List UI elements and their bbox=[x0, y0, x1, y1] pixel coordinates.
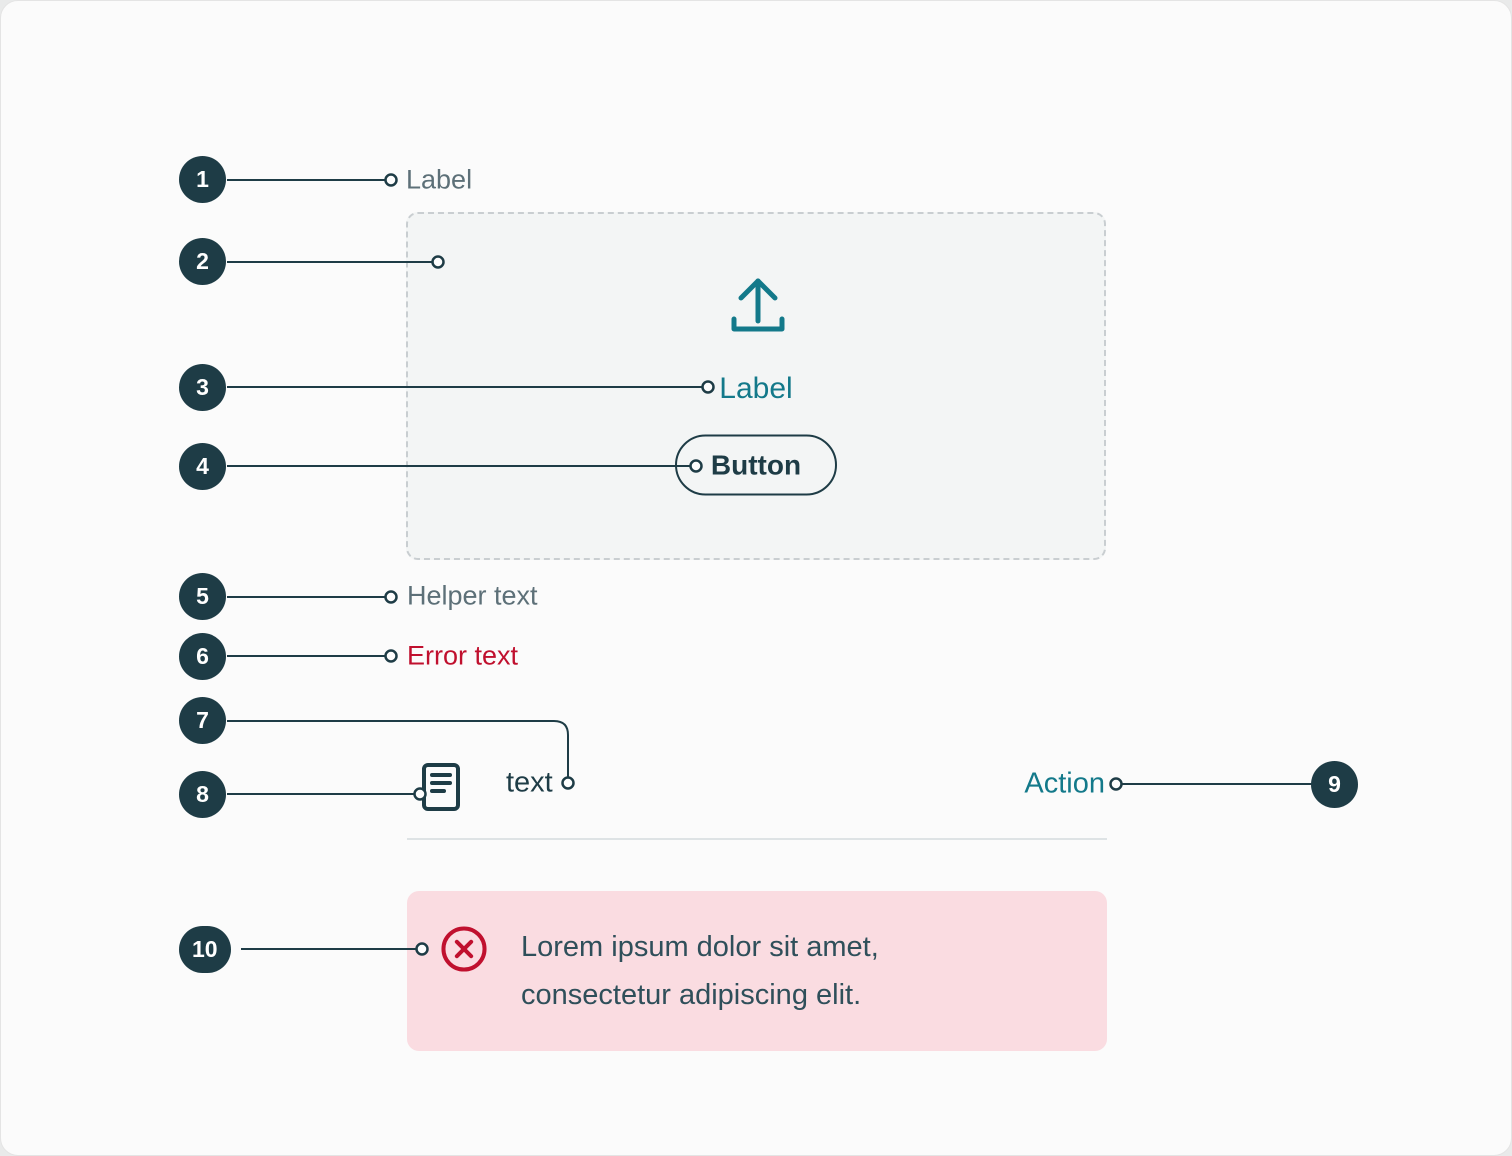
callout-badge-1: 1 bbox=[179, 156, 226, 203]
callout-badge-5: 5 bbox=[179, 573, 226, 620]
helper-text: Helper text bbox=[407, 580, 538, 611]
upload-icon bbox=[731, 278, 785, 332]
divider bbox=[407, 838, 1107, 840]
callout-dot-1 bbox=[384, 173, 398, 187]
field-label: Label bbox=[406, 164, 473, 195]
callout-badge-7: 7 bbox=[179, 697, 226, 744]
document-icon bbox=[422, 763, 460, 811]
callout-badge-4: 4 bbox=[179, 443, 226, 490]
upload-button[interactable]: Button bbox=[675, 434, 837, 496]
callout-badge-2: 2 bbox=[179, 238, 226, 285]
callout-badge-8: 8 bbox=[179, 771, 226, 818]
callout-dot-6 bbox=[384, 649, 398, 663]
file-action-link[interactable]: Action bbox=[1024, 767, 1105, 800]
callout-badge-10: 10 bbox=[179, 926, 231, 973]
callout-dot-5 bbox=[384, 590, 398, 604]
callout-dot-9 bbox=[1109, 777, 1123, 791]
error-alert: Lorem ipsum dolor sit amet, consectetur … bbox=[407, 891, 1107, 1051]
file-name-text: text bbox=[506, 766, 553, 799]
alert-message: Lorem ipsum dolor sit amet, consectetur … bbox=[521, 931, 879, 1011]
callout-dot-7 bbox=[561, 776, 575, 790]
error-text: Error text bbox=[407, 640, 519, 671]
dropzone-label: Label bbox=[719, 372, 793, 405]
callout-badge-3: 3 bbox=[179, 364, 226, 411]
callout-badge-9: 9 bbox=[1311, 761, 1358, 808]
callout-badge-6: 6 bbox=[179, 633, 226, 680]
error-circle-x-icon bbox=[441, 926, 487, 972]
upload-dropzone[interactable]: Label Button bbox=[406, 212, 1106, 560]
